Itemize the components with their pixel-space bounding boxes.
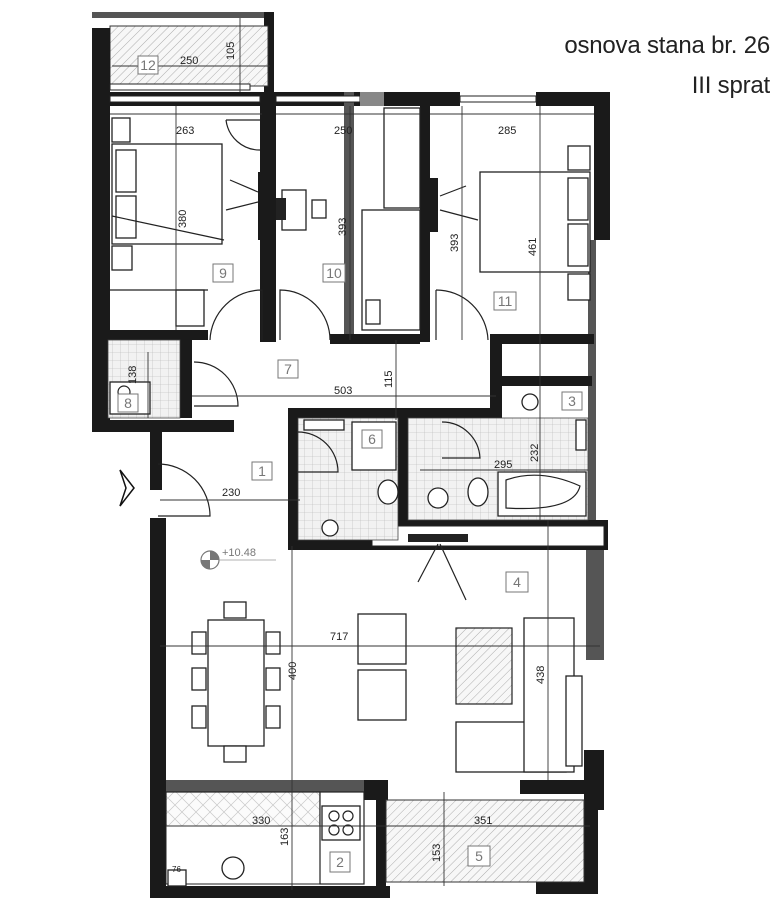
level-marker: +10.48 <box>200 547 276 570</box>
dim-label: 393 <box>337 218 349 236</box>
room-tags: 12 9 10 11 7 8 3 1 6 4 2 5 <box>117 55 583 873</box>
dim-label: 138 <box>127 366 139 384</box>
dimension-lines <box>110 18 600 890</box>
level-value: +10.48 <box>222 547 256 559</box>
plan-title: osnova stana br. 26 <box>564 32 770 59</box>
terrace-top <box>92 12 274 92</box>
dim-label: 351 <box>474 815 492 827</box>
dim-label: 250 <box>180 55 198 67</box>
room-10-furniture <box>225 107 421 331</box>
dim-label: 438 <box>535 666 547 684</box>
room-number: 5 <box>475 848 483 864</box>
windows <box>109 83 537 106</box>
plan-header: osnova stana br. 26 III sprat <box>564 26 770 106</box>
dim-label: 153 <box>431 844 443 862</box>
room-number: 12 <box>140 57 156 73</box>
dim-label: 393 <box>449 234 461 252</box>
dim-label: 232 <box>529 444 541 462</box>
room-number: 3 <box>568 393 576 409</box>
dim-label: 263 <box>176 125 194 137</box>
room-number: 9 <box>219 265 227 281</box>
dim-label: 250 <box>334 125 352 137</box>
room-number: 1 <box>258 463 266 479</box>
doors <box>157 119 489 517</box>
bed-room-9 <box>110 117 225 327</box>
dim-label: 330 <box>252 815 270 827</box>
room-number: 6 <box>368 431 376 447</box>
room-number: 2 <box>336 854 344 870</box>
entrance-arrow-icon <box>119 469 135 507</box>
dim-label: 461 <box>527 238 539 256</box>
kitchen-fixtures <box>167 805 361 887</box>
room-number: 8 <box>124 395 132 411</box>
room-number: 11 <box>498 293 513 309</box>
dim-label: 230 <box>222 487 240 499</box>
dimension-labels: 250 105 263 250 285 380 393 393 461 503 … <box>127 42 547 874</box>
dim-label: 400 <box>287 662 299 680</box>
dim-label: 717 <box>330 631 348 643</box>
living-room-furniture <box>191 534 583 773</box>
room-number: 10 <box>326 265 342 281</box>
dim-label: 295 <box>494 459 512 471</box>
dim-label: 76 <box>172 865 181 874</box>
room-number: 7 <box>284 361 292 377</box>
dim-label: 285 <box>498 125 516 137</box>
room-number: 4 <box>513 574 521 590</box>
dim-label: 115 <box>383 370 395 388</box>
floor-label: III sprat <box>691 72 770 99</box>
dim-label: 380 <box>177 210 189 228</box>
dim-label: 163 <box>279 828 291 846</box>
bed-room-11 <box>430 145 591 301</box>
dim-label: 503 <box>334 385 352 397</box>
dim-label: 105 <box>225 42 237 60</box>
